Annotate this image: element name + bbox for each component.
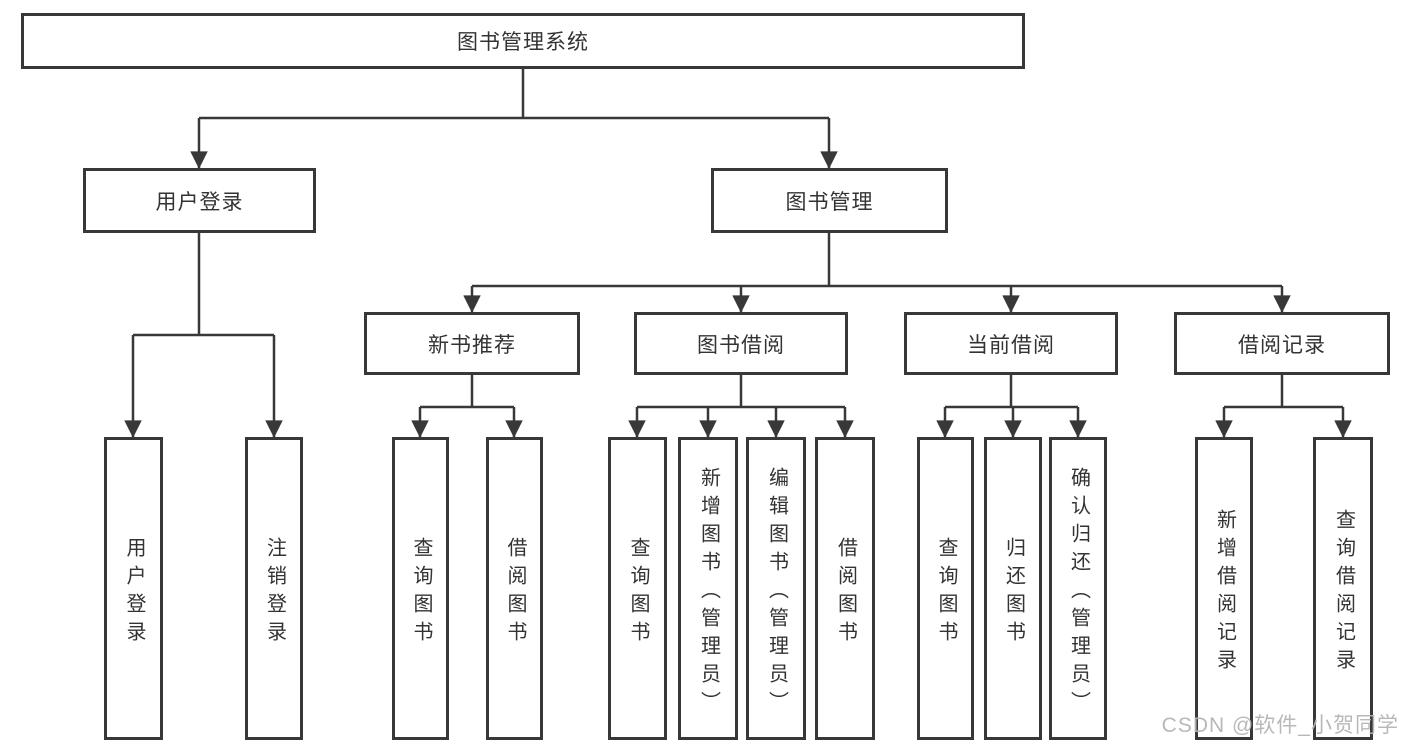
leaf-query-books-borrowing: 查询图书 — [608, 437, 667, 740]
leaf-edit-book-admin: 编辑图书（管理员） — [746, 437, 806, 740]
leaf-label: 查询图书 — [627, 536, 649, 649]
leaf-add-borrow-record: 新增借阅记录 — [1195, 437, 1253, 740]
leaf-query-books-current: 查询图书 — [917, 437, 974, 740]
node-label: 图书管理系统 — [457, 31, 589, 54]
node-new-book-recommendation: 新书推荐 — [364, 312, 580, 375]
node-book-management: 图书管理 — [711, 168, 948, 233]
leaf-label: 归还图书 — [1002, 536, 1025, 649]
node-label: 新书推荐 — [428, 333, 516, 357]
leaf-add-book-admin: 新增图书（管理员） — [678, 437, 738, 740]
leaf-query-books-recommend: 查询图书 — [392, 437, 449, 740]
leaf-confirm-return-admin: 确认归还（管理员） — [1049, 437, 1107, 740]
leaf-label: 新增图书（管理员） — [697, 466, 720, 719]
leaf-label: 编辑图书（管理员） — [765, 466, 788, 719]
leaf-label: 注销登录 — [263, 536, 286, 649]
node-label: 借阅记录 — [1238, 333, 1326, 357]
node-label: 用户登录 — [155, 190, 244, 214]
leaf-label: 查询图书 — [410, 536, 432, 649]
leaf-label: 确认归还（管理员） — [1067, 466, 1090, 719]
leaf-label: 借阅图书 — [834, 536, 857, 649]
node-label: 当前借阅 — [967, 333, 1055, 357]
leaf-borrow-books: 借阅图书 — [815, 437, 875, 740]
leaf-label: 借阅图书 — [504, 536, 526, 649]
leaf-label: 查询借阅记录 — [1332, 508, 1355, 677]
leaf-logout: 注销登录 — [245, 437, 303, 740]
node-book-borrowing: 图书借阅 — [634, 312, 848, 375]
node-library-management-system: 图书管理系统 — [21, 13, 1025, 69]
leaf-label: 新增借阅记录 — [1213, 508, 1236, 677]
leaf-query-borrow-record: 查询借阅记录 — [1313, 437, 1373, 740]
node-current-borrowing: 当前借阅 — [904, 312, 1118, 375]
node-user-login: 用户登录 — [83, 168, 316, 233]
csdn-watermark: CSDN @软件_小贺同学 — [1161, 714, 1399, 737]
node-borrowing-records: 借阅记录 — [1174, 312, 1390, 375]
leaf-label: 查询图书 — [935, 536, 957, 649]
leaf-return-book: 归还图书 — [984, 437, 1042, 740]
leaf-borrow-books-recommend: 借阅图书 — [486, 437, 543, 740]
node-label: 图书借阅 — [697, 333, 785, 357]
leaf-user-login: 用户登录 — [104, 437, 163, 740]
node-label: 图书管理 — [785, 190, 874, 214]
leaf-label: 用户登录 — [123, 536, 145, 649]
